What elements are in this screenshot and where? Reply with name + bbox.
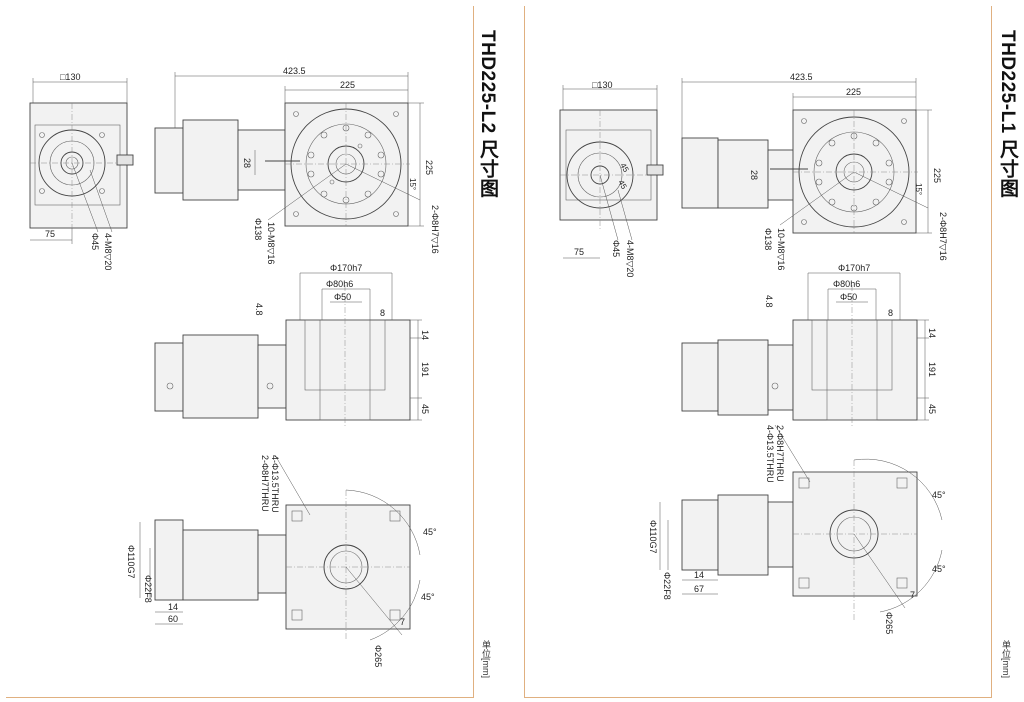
bottom-phi22-dim: Φ22F8 xyxy=(143,575,153,603)
bottom-14-dim: 14 xyxy=(168,602,178,612)
drawing-sheet-l2 xyxy=(6,6,474,698)
top-pins-dim: 2-Φ8H7▽16 xyxy=(430,205,440,254)
front-screw-dim-l1: 4-M8▽20 xyxy=(625,240,635,277)
bottom-14-dim-l1: 14 xyxy=(694,570,704,580)
side-8-dim: 8 xyxy=(380,308,385,318)
unit-label-l2: 单位[mm] xyxy=(481,640,491,678)
top-28-dim: 28 xyxy=(242,158,252,168)
side-48-dim-l1: 4.8 xyxy=(764,295,774,308)
front-75-dim: 75 xyxy=(45,229,55,239)
front-view-l1: □130 75 Φ45 4-M8▽20 45 45 xyxy=(559,80,664,277)
bottom-pins-dim-l1: 2-Φ8H7THRU xyxy=(775,425,785,482)
front-square-dim-l1: □130 xyxy=(592,80,612,90)
top-phi138-dim-l1: Φ138 xyxy=(763,228,773,250)
bottom-phi265-dim-l1: Φ265 xyxy=(884,612,894,634)
side-191-dim-l1: 191 xyxy=(927,362,937,377)
front-square-dim: □130 xyxy=(60,72,80,82)
drawing-title-l2: THD225-L2 尺寸图 xyxy=(477,30,498,199)
bottom-phi22-dim-l1: Φ22F8 xyxy=(662,572,672,600)
front-75-dim-l1: 75 xyxy=(574,247,584,257)
side-phi50-dim: Φ50 xyxy=(334,292,351,302)
top-view-l2: 423.5 225 225 28 Φ138 10-M8▽16 2-Φ8H7▽16… xyxy=(154,66,440,264)
bottom-67-dim-l1: 67 xyxy=(694,584,704,594)
top-phi138-dim: Φ138 xyxy=(253,218,263,240)
bottom-holes-dim-l1: 4-Φ13.5THRU xyxy=(765,425,775,483)
top-bolts-dim: 10-M8▽16 xyxy=(266,222,276,264)
bottom-phi110-dim-l1: Φ110G7 xyxy=(648,520,658,554)
bottom-phi265-dim: Φ265 xyxy=(373,645,383,667)
side-view-l1: Φ170h7 Φ80h6 Φ50 8 4.8 14 191 45 xyxy=(681,263,937,428)
top-28-dim-l1: 28 xyxy=(749,170,759,180)
side-45-dim: 45 xyxy=(420,404,430,414)
top-side-dim-l1: 225 xyxy=(932,168,942,183)
side-view-l2: Φ170h7 Φ80h6 Φ50 8 4.8 14 191 45 xyxy=(154,263,430,428)
side-phi170-dim-l1: Φ170h7 xyxy=(838,263,870,273)
bottom-pins-dim: 2-Φ8H7THRU xyxy=(260,455,270,512)
side-phi80-dim: Φ80h6 xyxy=(326,279,353,289)
top-view-l1: 423.5 225 225 28 Φ138 10-M8▽16 2-Φ8H7▽16… xyxy=(681,72,948,270)
side-14-dim-l1: 14 xyxy=(927,328,937,338)
bottom-7-dim-l1: 7 xyxy=(910,590,915,600)
top-bolts-dim-l1: 10-M8▽16 xyxy=(776,228,786,270)
top-total-dim: 423.5 xyxy=(283,66,306,76)
side-191-dim: 191 xyxy=(420,362,430,377)
bottom-phi110-dim: Φ110G7 xyxy=(126,545,136,579)
unit-label-l1: 单位[mm] xyxy=(1001,640,1011,678)
top-flange-dim: 225 xyxy=(340,80,355,90)
drawing-title-l1: THD225-L1 尺寸图 xyxy=(997,30,1018,199)
side-phi80-dim-l1: Φ80h6 xyxy=(833,279,860,289)
bottom-angle-a1: 45° xyxy=(423,527,437,537)
bottom-view-l2: 2-Φ8H7THRU 4-Φ13.5THRU Φ110G7 Φ22F8 14 6… xyxy=(126,454,437,667)
top-angle-dim: 15° xyxy=(408,178,417,190)
top-pins-dim-l1: 2-Φ8H7▽16 xyxy=(938,212,948,261)
side-45-dim-l1: 45 xyxy=(927,404,937,414)
bottom-7-dim: 7 xyxy=(400,617,405,627)
top-flange-dim-l1: 225 xyxy=(846,87,861,97)
front-view-l2: □130 75 Φ45 4-M8▽20 xyxy=(29,72,134,270)
side-phi50-dim-l1: Φ50 xyxy=(840,292,857,302)
bottom-view-l1: 4-Φ13.5THRU 2-Φ8H7THRU Φ110G7 Φ22F8 14 6… xyxy=(648,424,946,634)
front-phi45-dim-l1: Φ45 xyxy=(611,240,621,257)
bottom-angle-a1-l1: 45° xyxy=(932,490,946,500)
side-8-dim-l1: 8 xyxy=(888,308,893,318)
top-side-dim: 225 xyxy=(424,160,434,175)
front-phi45-dim: Φ45 xyxy=(90,233,100,250)
top-total-dim-l1: 423.5 xyxy=(790,72,813,82)
side-48-dim: 4.8 xyxy=(254,303,264,316)
bottom-angle-a2-l1: 45° xyxy=(932,564,946,574)
bottom-holes-dim: 4-Φ13.5THRU xyxy=(270,455,280,513)
side-phi170-dim: Φ170h7 xyxy=(330,263,362,273)
front-screw-dim: 4-M8▽20 xyxy=(103,233,113,270)
top-angle-dim-l1: 15° xyxy=(914,183,923,195)
bottom-60-dim: 60 xyxy=(168,614,178,624)
bottom-angle-a2: 45° xyxy=(421,592,435,602)
side-14-dim: 14 xyxy=(420,330,430,340)
drawing-sheet-l1 xyxy=(524,6,992,698)
